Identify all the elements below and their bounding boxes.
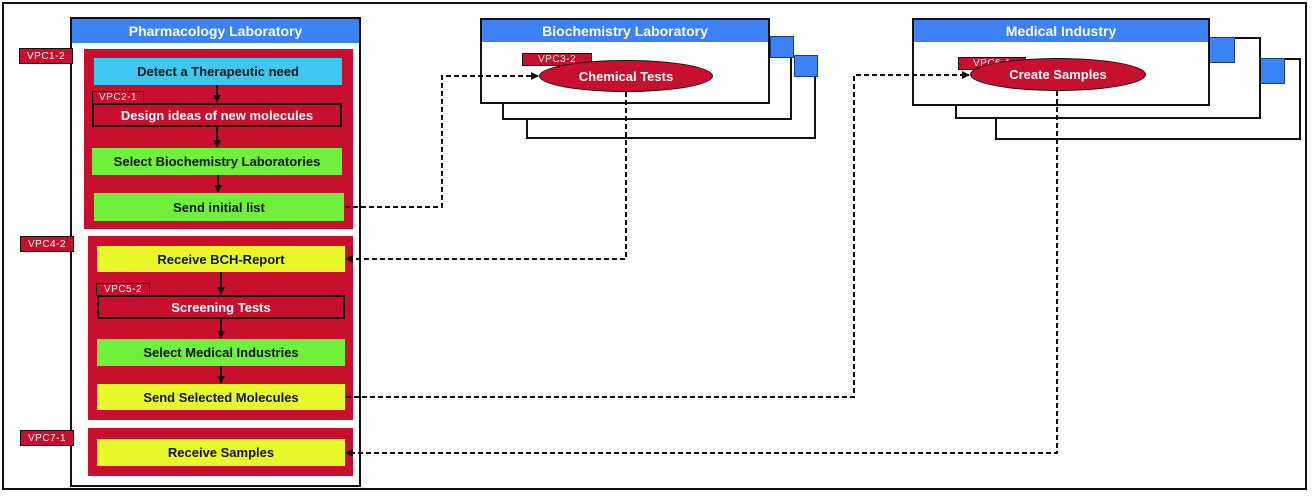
receive-samples-box: Receive Samples	[97, 439, 345, 466]
vpc7-tag: VPC7-1	[20, 430, 74, 446]
design-molecules-box: Design ideas of new molecules	[92, 103, 342, 127]
medical-lane-header: Medical Industry	[914, 20, 1208, 42]
pharmacology-lane-header: Pharmacology Laboratory	[72, 19, 359, 43]
diagram-frame	[2, 2, 1307, 490]
message-create-samples-to-receive-samples	[345, 91, 1058, 457]
message-send-selected-to-create-samples	[346, 71, 970, 398]
send-selected-molecules-box: Send Selected Molecules	[97, 384, 345, 410]
biochemistry-lane-header: Biochemistry Laboratory	[482, 20, 768, 42]
create-samples-oval: Create Samples	[970, 58, 1146, 91]
biochemistry-lane-shadow-tab-2	[794, 55, 818, 77]
message-send-list-to-chemical-tests	[345, 72, 539, 208]
select-biochemistry-box: Select Biochemistry Laboratories	[92, 148, 342, 175]
detect-therapeutic-need-box: Detect a Therapeutic need	[94, 58, 342, 85]
send-initial-list-box: Send initial list	[94, 193, 344, 221]
biochemistry-lane-shadow-tab-1	[770, 36, 794, 58]
select-medical-industries-box: Select Medical Industries	[97, 339, 345, 366]
screening-tests-box: Screening Tests	[97, 295, 345, 319]
medical-lane-shadow-tab-1	[1205, 37, 1235, 63]
chemical-tests-oval: Chemical Tests	[539, 60, 713, 92]
message-chemical-tests-to-receive-bch	[345, 92, 627, 263]
receive-bch-report-box: Receive BCH-Report	[97, 246, 345, 272]
vpc4-tag: VPC4-2	[20, 236, 74, 252]
vpc1-tag: VPC1-2	[19, 48, 73, 64]
